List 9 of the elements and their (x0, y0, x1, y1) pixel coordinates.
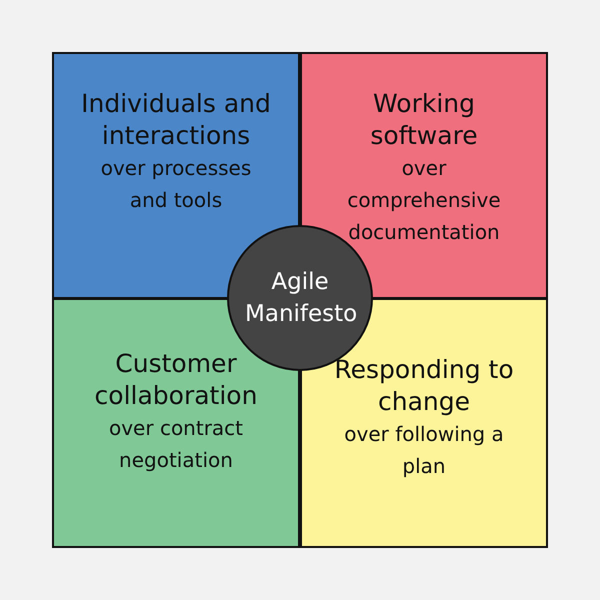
value-subtext: over following a plan (343, 421, 505, 480)
value-subtext: over contract negotiation (108, 415, 244, 474)
value-heading: Customer collaboration (94, 348, 258, 412)
circle-title: Agile Manifesto (245, 268, 355, 329)
value-subtext: over comprehensive documentation (346, 155, 502, 246)
value-heading: Responding to change (333, 354, 515, 418)
value-heading: Individuals and interactions (80, 88, 272, 152)
value-heading: Working software (369, 88, 479, 152)
value-subtext: over processes and tools (100, 155, 252, 214)
